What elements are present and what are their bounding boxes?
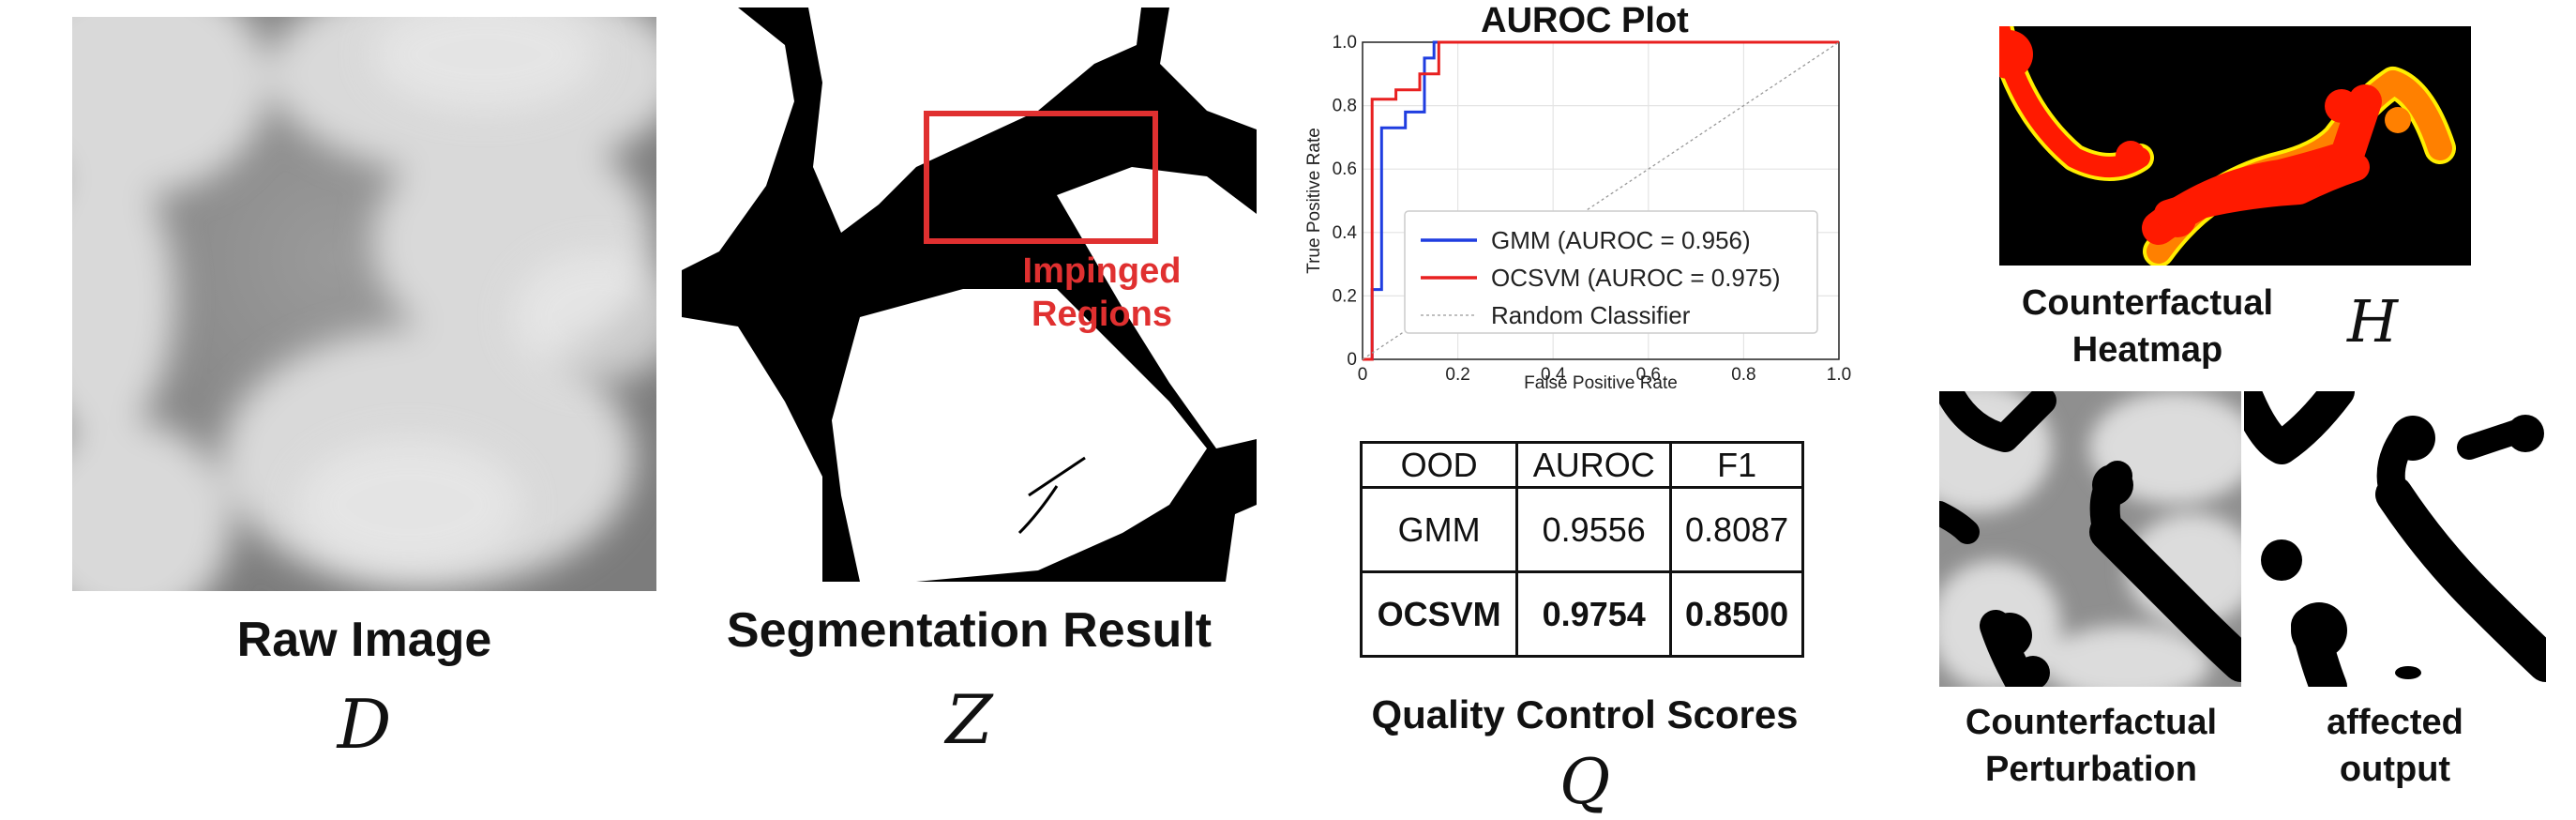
impinged-label-line2: Regions xyxy=(1032,295,1172,334)
legend-label: GMM (AUROC = 0.956) xyxy=(1491,226,1751,254)
perturbation-caption-line1: Counterfactual xyxy=(1965,703,2218,742)
heatmap-symbol: H xyxy=(2346,287,2399,356)
x-tick-label: 0.4 xyxy=(1541,365,1566,385)
legend-box xyxy=(1404,210,1818,334)
quality-table-wrapper: OOD AUROC F1 GMM 0.9556 0.8087 OCSVM 0.9… xyxy=(1359,441,1804,658)
segmentation-caption: Segmentation Result xyxy=(726,603,1213,658)
quality-symbol: Q xyxy=(1559,746,1611,818)
x-tick-label: 0.2 xyxy=(1445,365,1469,385)
perturbation-caption: Counterfactual Perturbation xyxy=(1913,699,2269,793)
table-cell: 0.8087 xyxy=(1669,486,1804,573)
table-row: GMM 0.9556 0.8087 xyxy=(1359,486,1804,573)
raw-image-symbol: D xyxy=(337,685,392,764)
auroc-chart: AUROC Plot 0 0.2 0.4 0.6 0.8 1.0 0 0.2 0.4 0.6 0.8… xyxy=(1299,0,1871,403)
quality-caption: Quality Control Scores xyxy=(1371,692,1799,736)
x-tick-label: 0.6 xyxy=(1636,365,1661,385)
counterfactual-heatmap xyxy=(1999,26,2471,266)
heatmap-caption-line1: Counterfactual xyxy=(2021,283,2274,323)
impinged-label-line1: Impinged xyxy=(1022,251,1182,291)
legend-label: OCSVM (AUROC = 0.975) xyxy=(1491,264,1780,292)
segmentation-symbol: Z xyxy=(945,680,993,759)
table-cell: 0.9556 xyxy=(1515,486,1673,573)
raw-image xyxy=(72,17,656,591)
x-tick-label: 0 xyxy=(1358,365,1368,385)
perturbation-caption-line2: Perturbation xyxy=(1985,750,2197,789)
table-header-row: OOD AUROC F1 xyxy=(1359,441,1804,489)
affected-caption-line1: affected xyxy=(2327,703,2463,742)
raw-image-caption: Raw Image xyxy=(236,613,492,667)
counterfactual-perturbation xyxy=(1939,391,2241,687)
table-header-f1: F1 xyxy=(1669,441,1804,489)
table-cell: 0.9754 xyxy=(1515,570,1673,658)
chart-xlabel: False Positive Rate xyxy=(1524,373,1678,393)
table-row: OCSVM 0.9754 0.8500 xyxy=(1359,570,1804,658)
chart-ylabel: True Positive Rate xyxy=(1304,128,1324,274)
x-tick-label: 1.0 xyxy=(1827,365,1851,385)
table-cell: 0.8500 xyxy=(1669,570,1804,658)
y-tick-label: 1.0 xyxy=(1333,33,1357,53)
segmentation-mask xyxy=(682,8,1257,582)
table-cell: OCSVM xyxy=(1359,570,1519,658)
heatmap-caption: Counterfactual Heatmap xyxy=(1979,280,2316,373)
chart-legend: GMM (AUROC = 0.956) OCSVM (AUROC = 0.975)… xyxy=(1404,210,1818,334)
table-header-ood: OOD xyxy=(1359,441,1519,489)
quality-table: OOD AUROC F1 GMM 0.9556 0.8087 OCSVM 0.9… xyxy=(1359,441,1804,658)
heatmap-caption-line2: Heatmap xyxy=(2071,330,2223,370)
y-tick-label: 0 xyxy=(1347,350,1357,370)
legend-label: Random Classifier xyxy=(1491,301,1691,329)
table-cell: GMM xyxy=(1359,486,1519,573)
affected-output xyxy=(2244,391,2546,687)
y-tick-label: 0.2 xyxy=(1333,286,1357,306)
y-tick-label: 0.8 xyxy=(1333,97,1357,116)
y-tick-label: 0.4 xyxy=(1333,223,1358,243)
affected-caption: affected output xyxy=(2244,699,2546,793)
chart-series xyxy=(1362,40,1840,361)
chart-title: AUROC Plot xyxy=(1481,1,1689,40)
table-header-auroc: AUROC xyxy=(1515,441,1673,489)
series-line xyxy=(1363,40,1839,361)
impinged-region-box xyxy=(924,111,1158,244)
affected-caption-line2: output xyxy=(2339,750,2451,789)
chart-ticks: 0 0.2 0.4 0.6 0.8 1.0 0 0.2 0.4 0.6 0.8 1.0 xyxy=(1333,33,1852,385)
impinged-region-label: Impinged Regions xyxy=(985,250,1219,336)
y-tick-label: 0.6 xyxy=(1333,159,1357,179)
x-tick-label: 0.8 xyxy=(1731,365,1755,385)
